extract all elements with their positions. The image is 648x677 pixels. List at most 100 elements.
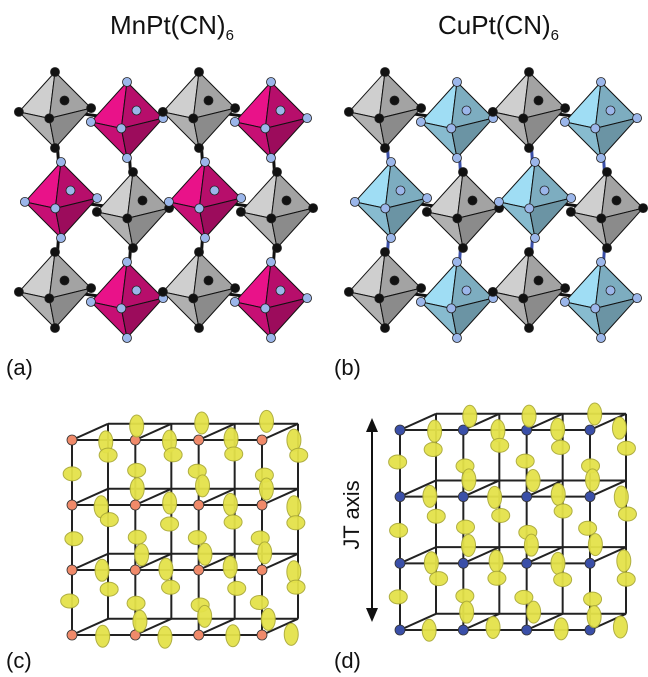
density-lobe (456, 519, 476, 535)
density-lobe (459, 600, 475, 624)
lattice-edge (198, 422, 236, 441)
metal-site (584, 491, 596, 503)
density-lobe (461, 533, 477, 557)
ligand-atom (128, 243, 138, 253)
ligand-atom (380, 323, 390, 333)
octahedron-face (95, 170, 134, 219)
ligand-atom (493, 196, 504, 207)
lattice-edge (399, 412, 437, 431)
ligand-atom (632, 113, 642, 123)
density-lobe (283, 622, 299, 646)
metal-site (457, 624, 469, 636)
metal-site (193, 629, 205, 641)
density-lobe (225, 624, 241, 648)
density-lobe (461, 468, 477, 492)
ligand-atom (59, 95, 70, 106)
density-lobe (99, 581, 119, 597)
ligand-atom (524, 203, 535, 214)
octahedron-face (594, 117, 639, 160)
density-lobe (427, 419, 443, 443)
ligand-atom (203, 275, 214, 286)
lattice-edge (589, 546, 627, 565)
density-lobe (95, 624, 111, 648)
ligand-atom (50, 247, 60, 257)
panel-a-title: MnPt(CN)6 (110, 10, 234, 45)
density-lobe (158, 557, 174, 581)
metal-site (193, 564, 205, 576)
ligand-atom (86, 117, 96, 127)
density-lobe (132, 609, 148, 633)
ligand-atom (56, 233, 66, 243)
octahedron-face (167, 160, 206, 209)
metal-site (584, 557, 596, 569)
octahedron-face (239, 170, 278, 219)
ligand-atom (560, 103, 570, 113)
lattice-edge (462, 479, 500, 498)
lattice-edge (526, 412, 564, 431)
octahedron-face (456, 207, 501, 250)
octahedron-face (192, 107, 237, 150)
density-lobe (197, 604, 213, 628)
density-lobe (491, 507, 511, 523)
density-lobe (426, 508, 446, 524)
metal-site (394, 424, 406, 436)
ligand-atom (446, 303, 457, 314)
density-lobe (62, 466, 82, 482)
octahedron-face (89, 80, 128, 129)
density-lobe (585, 468, 601, 492)
arrowhead-up-icon (366, 418, 378, 432)
ligand-atom (200, 233, 210, 243)
ligand-atom (566, 193, 576, 204)
density-lobe (616, 549, 632, 573)
density-lobe (526, 600, 542, 624)
octahedron-face (600, 207, 645, 250)
density-lobe (487, 485, 503, 509)
ligand-atom (260, 303, 271, 314)
metal-site (66, 629, 78, 641)
ligand-atom (389, 95, 400, 106)
ligand-atom (13, 286, 24, 297)
panel-a-structure (13, 67, 319, 343)
ligand-atom (272, 167, 282, 177)
octahedron-face (425, 170, 464, 219)
ligand-atom (163, 196, 174, 207)
density-lobe (429, 571, 449, 587)
ligand-atom (122, 333, 132, 343)
ligand-atom (275, 285, 286, 296)
ligand-atom (44, 293, 55, 304)
ligand-atom (349, 196, 360, 207)
density-lobe (587, 402, 603, 426)
ligand-atom (632, 293, 642, 304)
density-lobe (455, 588, 475, 604)
density-lobe (389, 522, 409, 538)
arrowhead-down-icon (366, 608, 378, 622)
ligand-atom (380, 203, 391, 214)
density-lobe (161, 579, 181, 595)
octahedron-face (17, 250, 56, 299)
ligand-atom (596, 77, 606, 87)
coordination-octahedron (347, 70, 423, 150)
ligand-atom (50, 67, 60, 77)
density-lobe (160, 516, 180, 532)
density-lobe (94, 558, 110, 582)
coordination-octahedron (563, 260, 639, 340)
octahedron-face (54, 197, 99, 240)
ligand-atom (452, 333, 462, 343)
ligand-atom (116, 123, 127, 134)
coordination-octahedron (167, 160, 243, 240)
ligand-atom (157, 286, 168, 297)
ligand-atom (386, 233, 396, 243)
panel-c-density (60, 409, 309, 649)
density-lobe (616, 571, 636, 587)
ligand-atom (446, 123, 457, 134)
density-lobe (64, 531, 84, 547)
ligand-atom (302, 293, 313, 304)
panel-b-title: CuPt(CN)6 (438, 10, 560, 45)
metal-site (394, 491, 406, 503)
ligand-atom (530, 157, 540, 167)
ligand-atom (137, 195, 148, 206)
density-lobe (525, 469, 541, 493)
density-lobe (487, 570, 507, 586)
ligand-atom (65, 185, 76, 196)
coordination-octahedron (563, 80, 639, 160)
